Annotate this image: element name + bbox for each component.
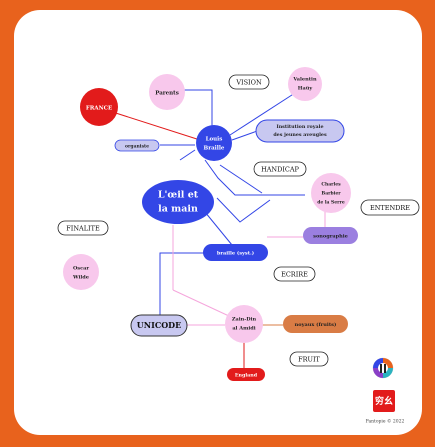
braille-syst-label: braille (syst.) [217,250,254,257]
pantopie-seal-logo-icon: 穷幺 [373,390,395,412]
credit-text: Pantopie © 2022 [366,418,405,425]
line-louis-valentin [229,92,296,136]
charles-line3: de la Serre [317,200,345,206]
organiste-label: organiste [125,144,149,150]
oeil-line2: la main [158,204,198,215]
seal-glyph: 穷幺 [375,395,393,407]
node-sonographie[interactable] [303,227,358,244]
node-louis-braille[interactable] [196,125,232,161]
node-oeil-et-main[interactable] [142,180,214,224]
node-braille-syst[interactable] [203,244,268,261]
oeil-line1: L'œil et [158,190,199,201]
line-braille-v [216,197,271,223]
charles-line1: Charles [321,182,341,188]
pantopie-round-logo-icon[interactable] [372,357,394,379]
node-valentin-hauy[interactable] [288,67,322,101]
zain-line1: Zain-Din [232,317,257,323]
node-institution-royale[interactable] [255,119,345,143]
institution-line2: des jeunes aveugles [273,132,327,138]
louis-line1: Louis [206,137,223,143]
finalite-label: FINALITE [66,225,100,233]
node-handicap[interactable] [253,161,307,177]
zain-line2: al Amidi [232,326,255,332]
france-label: FRANCE [86,106,112,112]
line-oeil-braille [204,211,233,246]
node-noyaux[interactable] [283,315,348,333]
unicode-label: UNICODE [137,320,181,330]
node-oscar-wilde[interactable] [63,254,99,290]
institution-line1: Institution royale [276,124,323,130]
node-ecrire[interactable] [273,266,316,282]
louis-line2: Braille [204,146,225,152]
england-label: England [235,373,258,379]
node-parents[interactable] [149,74,185,110]
entendre-label: ENTENDRE [370,204,410,212]
ecrire-label: ECRIRE [281,271,308,279]
sonographie-label: sonographie [313,234,348,240]
noyaux-label: noyaux (fruits) [295,321,337,328]
valentin-line2: Haüy [298,85,314,92]
handicap-label: HANDICAP [261,166,299,174]
node-vision[interactable] [228,74,270,90]
node-entendre[interactable] [360,199,420,216]
node-france[interactable] [80,88,118,126]
line-louis-row [204,159,305,196]
connectors [99,89,326,368]
node-charles-barbier[interactable] [311,173,351,213]
vision-label: VISION [235,79,262,87]
line-louis-institution [231,129,261,141]
node-finalite[interactable] [57,220,109,236]
parents-label: Parents [155,91,179,97]
node-unicode[interactable] [130,314,188,337]
line-braille-unicode [159,252,207,320]
oscar-line1: Oscar [73,266,89,272]
valentin-line1: Valentin [292,77,317,83]
line-louis-charles [219,164,263,194]
line-oeil-louis [179,149,196,161]
node-zain-din[interactable] [225,305,263,343]
fruit-label: FRUIT [298,356,320,364]
oscar-line2: Wilde [72,275,89,281]
node-fruit[interactable] [289,351,329,367]
node-organiste[interactable] [114,139,160,152]
node-england[interactable] [227,368,265,381]
charles-line2: Barbier [321,191,341,197]
